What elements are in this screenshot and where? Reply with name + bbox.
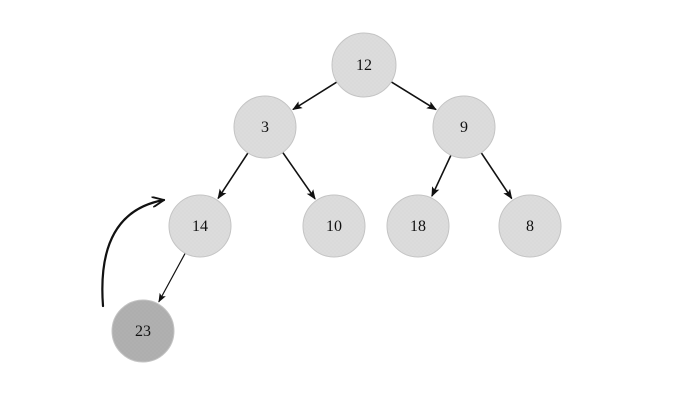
tree-edge-9-to-8 — [479, 150, 513, 200]
tree-node-8[interactable]: 8 — [498, 194, 562, 258]
tree-edge-3-to-14 — [217, 150, 250, 200]
tree-edge-3-to-10 — [280, 150, 316, 200]
node-label: 3 — [261, 119, 269, 136]
tree-edge-12-to-3 — [292, 80, 340, 111]
node-circle[interactable] — [432, 95, 496, 159]
tree-edge-9-to-18 — [431, 152, 453, 198]
tree-annotations — [101, 200, 166, 308]
tree-node-14[interactable]: 14 — [168, 194, 232, 258]
node-circle[interactable] — [233, 95, 297, 159]
tree-node-18[interactable]: 18 — [386, 194, 450, 258]
node-label: 14 — [192, 218, 208, 235]
node-circle[interactable] — [302, 194, 366, 258]
node-label: 8 — [526, 218, 534, 235]
node-circle[interactable] — [331, 32, 397, 98]
node-circle[interactable] — [498, 194, 562, 258]
tree-edge-14-to-23 — [158, 249, 188, 303]
tree-node-10[interactable]: 10 — [302, 194, 366, 258]
tree-node-3[interactable]: 3 — [233, 95, 297, 159]
tree-node-9[interactable]: 9 — [432, 95, 496, 159]
node-circle[interactable] — [168, 194, 232, 258]
tree-node-12[interactable]: 12 — [331, 32, 397, 98]
node-label: 18 — [410, 218, 426, 235]
node-circle[interactable] — [386, 194, 450, 258]
tree-edge-12-to-9 — [389, 80, 437, 111]
node-label: 9 — [460, 119, 468, 136]
tree-edges — [158, 80, 513, 303]
node-label: 23 — [135, 323, 151, 340]
node-label: 10 — [326, 218, 342, 235]
tree-node-23[interactable]: 23 — [111, 299, 175, 363]
tree-nodes: 12 3 9 14 10 18 8 23 — [111, 32, 562, 363]
node-label: 12 — [356, 57, 372, 74]
swap-up-curved-arrow — [101, 200, 166, 308]
node-circle-highlighted[interactable] — [111, 299, 175, 363]
